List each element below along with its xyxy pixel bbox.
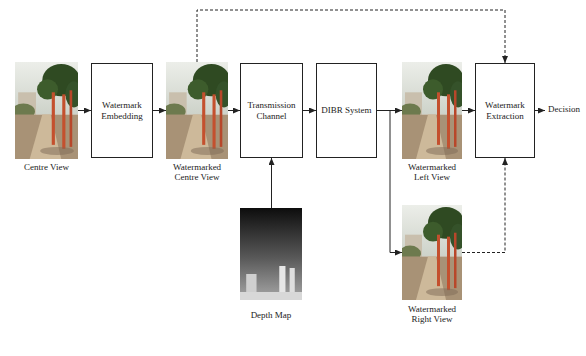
box-label: Transmission Channel [244, 100, 299, 121]
view-image: Watermarked Centre View [166, 62, 228, 159]
flow-arrow [228, 110, 240, 111]
box-label: Watermark Embedding [95, 100, 149, 121]
flow-arrow [271, 158, 272, 208]
flow-arrow [377, 111, 402, 253]
view-image: Depth Map [240, 208, 302, 300]
image-caption: Watermarked Left View [400, 162, 464, 183]
flow-arrow [197, 10, 505, 63]
right-view-image [399, 205, 466, 300]
box-label: DIBR System [321, 105, 371, 115]
centre-view-image [12, 62, 82, 159]
watermarked-centre-image [163, 62, 232, 159]
flow-arrow [153, 110, 166, 111]
flow-arrow [462, 110, 475, 111]
left-view-image [399, 62, 466, 159]
view-image: Centre View [15, 62, 78, 159]
image-caption: Centre View [12, 162, 82, 172]
box-label: Watermark Extraction [479, 100, 531, 121]
view-image: Watermarked Right View [402, 205, 462, 300]
depth-map-image [240, 208, 302, 300]
flow-arrow [303, 110, 316, 111]
decision-arrow [534, 110, 545, 111]
image-caption: Depth Map [236, 310, 306, 320]
output-label: Decision [548, 104, 580, 114]
process-box: DIBR System [316, 63, 377, 158]
flow-arrow [78, 110, 91, 111]
process-box: Watermark Embedding [91, 63, 153, 158]
flow-arrow [462, 158, 505, 253]
image-caption: Watermarked Centre View [165, 162, 229, 183]
view-image: Watermarked Left View [402, 62, 462, 159]
process-box: Watermark Extraction [475, 63, 535, 158]
image-caption: Watermarked Right View [400, 304, 464, 325]
process-box: Transmission Channel [240, 63, 303, 158]
